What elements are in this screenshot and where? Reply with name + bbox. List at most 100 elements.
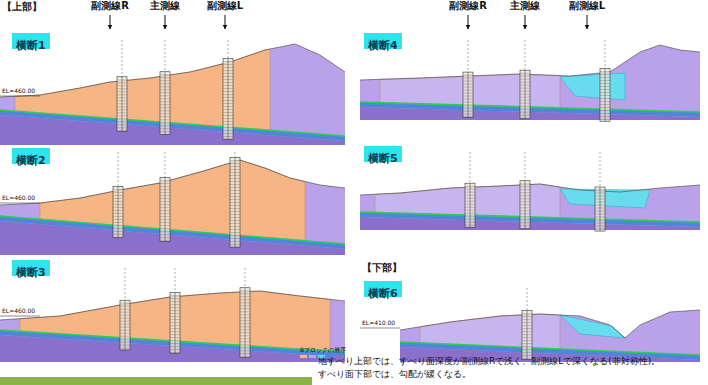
borehole-core	[165, 72, 166, 135]
survey-line-arrow	[587, 15, 588, 29]
cross-section	[0, 152, 345, 255]
survey-line-arrow	[110, 15, 111, 29]
elevation-label: EL=460.00	[2, 307, 35, 314]
borehole	[463, 72, 473, 117]
slip-surface	[0, 216, 345, 244]
elevation-label: EL=460.00	[2, 87, 35, 94]
borehole-core	[118, 186, 119, 237]
borehole-core	[165, 178, 166, 242]
ground-surface	[0, 44, 345, 97]
borehole	[465, 183, 475, 227]
cross-section	[0, 40, 345, 145]
section-tag: 横断6	[364, 281, 402, 297]
section-tag: 横断3	[12, 260, 50, 276]
borehole-core	[245, 288, 246, 358]
borehole	[113, 186, 123, 237]
borehole	[160, 178, 170, 242]
borehole-axis	[525, 152, 526, 181]
stratigraphy-swatch	[300, 355, 307, 358]
ground-surface	[0, 160, 345, 205]
borehole	[522, 311, 532, 360]
borehole-axis	[165, 152, 166, 178]
borehole-core	[125, 300, 126, 350]
borehole-axis	[125, 268, 126, 300]
borehole-axis	[175, 268, 176, 293]
note-text: すべり面下部では、勾配が緩くなる。	[318, 369, 471, 380]
ground-surface	[400, 310, 700, 338]
borehole-core	[605, 69, 606, 122]
survey-line-arrow	[468, 15, 469, 29]
borehole-core	[175, 293, 176, 354]
bedrock	[0, 221, 345, 255]
ground-fill	[400, 310, 700, 362]
part-heading: 【下部】	[362, 262, 402, 274]
bedrock	[0, 115, 345, 145]
borehole	[240, 288, 250, 358]
section-tag: 横断5	[364, 146, 402, 162]
section-name: 横断6	[368, 287, 398, 300]
borehole	[600, 69, 610, 122]
borehole-axis	[235, 152, 236, 158]
ground-fill	[360, 45, 700, 120]
borehole-axis	[228, 40, 229, 59]
cross-section	[360, 40, 700, 121]
section-tag: 横断1	[12, 33, 50, 49]
survey-line-arrow	[525, 15, 526, 29]
section-name: 横断4	[368, 39, 398, 52]
borehole-axis	[600, 152, 601, 187]
borehole	[230, 158, 240, 248]
borehole	[120, 300, 130, 350]
borehole	[160, 72, 170, 135]
borehole-axis	[245, 268, 246, 288]
borehole-core	[470, 183, 471, 227]
section-name: 横断5	[368, 152, 398, 165]
elevation-label: EL=460.00	[2, 194, 35, 201]
water-layer	[560, 315, 625, 338]
elevation-line	[0, 96, 40, 97]
borehole-core	[228, 59, 229, 140]
borehole	[520, 181, 530, 229]
survey-line-name: 主測線	[510, 0, 540, 12]
elevation-label: EL=410.00	[362, 319, 395, 326]
survey-line-name: 副測線L	[569, 0, 605, 12]
ground-fill	[0, 44, 345, 145]
borehole-axis	[165, 40, 166, 72]
borehole	[223, 59, 233, 140]
survey-line-name: 副測線R	[449, 0, 487, 12]
slip-surface	[400, 342, 700, 355]
survey-line-name: 主測線	[150, 0, 180, 12]
weathered-layer	[0, 110, 345, 141]
borehole-core	[600, 187, 601, 231]
section-name: 横断1	[16, 39, 46, 52]
borehole-axis	[118, 152, 119, 186]
cross-section	[400, 288, 700, 362]
borehole-axis	[527, 288, 528, 311]
legend-title: Bブロックの層序	[300, 346, 346, 353]
section-name: 横断2	[16, 154, 46, 167]
borehole-core	[527, 311, 528, 360]
part-heading: 【上部】	[2, 1, 42, 13]
borehole-axis	[605, 40, 606, 69]
survey-line-arrow	[225, 15, 226, 29]
note-text: 地すべり上部では、すべり面深度が副測線Rで浅く、副測線Lで深くなる(非対称性)。	[318, 356, 660, 367]
elevation-line	[360, 328, 400, 329]
elevation-line	[0, 316, 40, 317]
slip-surface	[0, 110, 345, 136]
borehole	[595, 187, 605, 231]
borehole	[170, 293, 180, 354]
section-name: 横断3	[16, 266, 46, 279]
borehole-core	[525, 181, 526, 229]
footer-bar	[0, 377, 312, 385]
water-layer	[560, 73, 625, 100]
elevation-line	[0, 203, 40, 204]
cross-section	[360, 152, 700, 231]
borehole	[520, 70, 530, 119]
borehole-axis	[468, 40, 469, 72]
survey-line-name: 副測線L	[207, 0, 243, 12]
ground-fill	[0, 160, 345, 255]
borehole-core	[122, 77, 123, 131]
weathered-layer	[0, 216, 345, 249]
borehole-axis	[525, 40, 526, 70]
borehole-core	[525, 70, 526, 119]
